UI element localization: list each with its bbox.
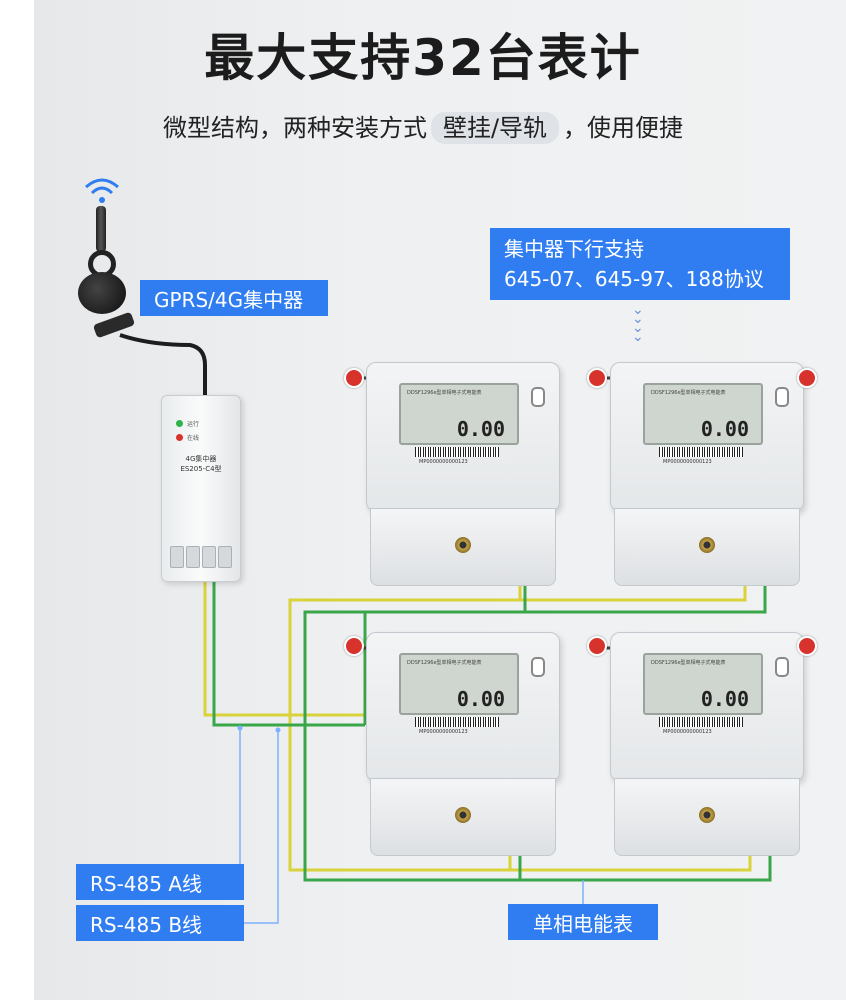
barcode-icon — [659, 447, 743, 457]
meter-serial: MP0000000000123 — [419, 729, 468, 735]
meter-terminal-cover — [614, 778, 800, 856]
barcode-icon — [415, 447, 499, 457]
meter-reading: 0.00 — [700, 687, 749, 711]
concentrator-device: 运行 在线 4G集中器 ES205-C4型 — [161, 395, 241, 582]
antenna-rod — [96, 206, 106, 252]
key-icon — [775, 657, 789, 677]
subtitle-text-2: ，使用便捷 — [563, 114, 684, 142]
barcode-icon — [415, 717, 499, 727]
meter-body: 0.00 DDSF1296e型单相电子式电能表 MP0000000000123 — [366, 632, 560, 782]
meter-reading: 0.00 — [456, 417, 505, 441]
meter-body: 0.00 DDSF1296e型单相电子式电能表 MP0000000000123 — [610, 632, 804, 782]
terminal-slot-icon — [202, 546, 216, 568]
rs485-b-dot — [275, 727, 281, 733]
meter-display: 0.00 — [399, 383, 519, 445]
screw-icon — [455, 537, 471, 553]
chevron-down-icon: ⌄⌄⌄⌄ — [632, 302, 644, 345]
gprs-concentrator-label: GPRS/4G集中器 — [140, 280, 328, 316]
terminal-slot-icon — [170, 546, 184, 568]
terminal-slots — [170, 546, 232, 568]
terminal-slot-icon — [218, 546, 232, 568]
meter-model: DDSF1296e型单相电子式电能表 — [651, 660, 726, 666]
led-run-label: 运行 — [187, 421, 200, 428]
seal-icon — [344, 368, 364, 388]
meter-1: 0.00 DDSF1296e型单相电子式电能表 MP0000000000123 — [366, 362, 560, 586]
rs485-a-pointer — [239, 728, 244, 883]
meter-4: 0.00 DDSF1296e型单相电子式电能表 MP0000000000123 — [610, 632, 804, 856]
concentrator-model: 4G集中器 ES205-C4型 — [162, 454, 240, 474]
page-subtitle: 微型结构，两种安装方式壁挂/导轨，使用便捷 — [0, 108, 846, 144]
concentrator-name: 4G集中器 — [185, 455, 217, 463]
screw-icon — [699, 537, 715, 553]
meter-model: DDSF1296e型单相电子式电能表 — [651, 390, 726, 396]
wire-yellow — [203, 580, 752, 872]
meter-reading: 0.00 — [700, 417, 749, 441]
meter-display: 0.00 — [643, 383, 763, 445]
meter-model: DDSF1296e型单相电子式电能表 — [407, 660, 482, 666]
meter-serial: MP0000000000123 — [663, 459, 712, 465]
wire-green — [212, 580, 772, 882]
seal-icon — [797, 368, 817, 388]
meter-body: 0.00 DDSF1296e型单相电子式电能表 MP0000000000123 — [610, 362, 804, 512]
barcode-icon — [659, 717, 743, 727]
protocol-support-line1: 集中器下行支持 — [504, 237, 644, 261]
meter-type-label: 单相电能表 — [508, 904, 658, 940]
subtitle-text-1: 微型结构，两种安装方式 — [162, 114, 427, 142]
run-led-icon — [176, 420, 183, 427]
meter-terminal-cover — [370, 508, 556, 586]
meter-display: 0.00 — [399, 653, 519, 715]
meter-terminal-cover — [370, 778, 556, 856]
meter-serial: MP0000000000123 — [419, 459, 468, 465]
meter-body: 0.00 DDSF1296e型单相电子式电能表 MP0000000000123 — [366, 362, 560, 512]
page-title: 最大支持32台表计 — [204, 29, 642, 87]
wifi-icon — [82, 175, 122, 209]
seal-icon — [797, 636, 817, 656]
rs485-a-label: RS-485 A线 — [76, 864, 244, 900]
rs485-b-pointer — [244, 730, 279, 924]
antenna-cable — [119, 333, 207, 398]
meter-2: 0.00 DDSF1296e型单相电子式电能表 MP0000000000123 — [610, 362, 804, 586]
subtitle-highlight: 壁挂/导轨 — [430, 112, 560, 144]
key-icon — [531, 387, 545, 407]
antenna-base — [78, 272, 126, 314]
seal-icon — [344, 636, 364, 656]
seal-icon — [587, 368, 607, 388]
key-icon — [775, 387, 789, 407]
screw-icon — [455, 807, 471, 823]
protocol-support-line2: 645-07、645-97、188协议 — [504, 267, 764, 291]
meter-serial: MP0000000000123 — [663, 729, 712, 735]
concentrator-type: ES205-C4型 — [180, 465, 222, 473]
key-icon — [531, 657, 545, 677]
meter-3: 0.00 DDSF1296e型单相电子式电能表 MP0000000000123 — [366, 632, 560, 856]
meter-terminal-cover — [614, 508, 800, 586]
meter-reading: 0.00 — [456, 687, 505, 711]
led-net-label: 在线 — [187, 435, 200, 442]
terminal-slot-icon — [186, 546, 200, 568]
meter-display: 0.00 — [643, 653, 763, 715]
protocol-support-label: 集中器下行支持 645-07、645-97、188协议 — [490, 228, 790, 300]
rs485-b-label: RS-485 B线 — [76, 905, 244, 941]
meter-model: DDSF1296e型单相电子式电能表 — [407, 390, 482, 396]
net-led-icon — [176, 434, 183, 441]
screw-icon — [699, 807, 715, 823]
rs485-a-dot — [237, 725, 243, 731]
seal-icon — [587, 636, 607, 656]
